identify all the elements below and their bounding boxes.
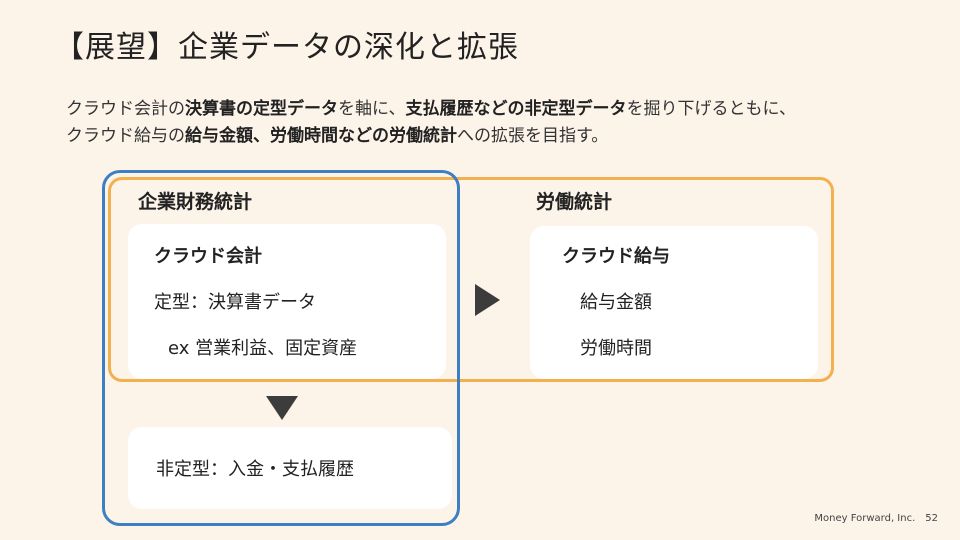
slide-footer: Money Forward, Inc. 52: [804, 513, 938, 524]
description-line-1-segment: を掘り下げるともに、: [626, 99, 797, 119]
financial-statistics-frame: [102, 170, 460, 526]
salary-amount-text: 給与金額: [580, 292, 652, 313]
description-line-2-segment: 給与金額、労働時間などの労働統計: [185, 126, 457, 146]
slide-title: 【展望】企業データの深化と拡張: [54, 30, 519, 65]
working-hours-text: 労働時間: [580, 338, 652, 359]
financial-statistics-label: 企業財務統計: [138, 191, 253, 213]
description-line-1-segment: 決算書の定型データ: [185, 99, 338, 119]
description-line-1-segment: を軸に、: [338, 99, 406, 119]
arrow-down-icon: [266, 396, 298, 420]
description-line-2-segment: への拡張を目指す。: [457, 126, 609, 146]
cloud-accounting-title: クラウド会計: [154, 246, 262, 267]
unstructured-data-card: 非定型：入金・支払履歴: [128, 427, 452, 509]
company-name: Money Forward, Inc.: [814, 513, 916, 524]
labor-statistics-frame: [108, 177, 834, 382]
description-line-1: クラウド会計の決算書の定型データを軸に、支払履歴などの非定型データを掘り下げると…: [66, 96, 926, 123]
arrow-right-icon: [475, 284, 500, 316]
description-line-2-segment: クラウド給与の: [66, 126, 185, 146]
description-line-1-segment: 支払履歴などの非定型データ: [405, 99, 627, 119]
slide-description: クラウド会計の決算書の定型データを軸に、支払履歴などの非定型データを掘り下げると…: [66, 96, 926, 150]
standard-data-example-text: ex 営業利益、固定資産: [168, 338, 358, 359]
page-number: 52: [925, 513, 938, 524]
description-line-2: クラウド給与の給与金額、労働時間などの労働統計への拡張を目指す。: [66, 123, 926, 150]
cloud-payroll-title: クラウド給与: [562, 246, 670, 267]
cloud-accounting-card: クラウド会計 定型：決算書データ ex 営業利益、固定資産: [128, 224, 446, 379]
cloud-payroll-card: クラウド給与 給与金額 労働時間: [530, 226, 818, 379]
labor-statistics-label: 労働統計: [536, 191, 613, 213]
standard-data-text: 定型：決算書データ: [154, 292, 316, 313]
unstructured-data-text: 非定型：入金・支払履歴: [156, 459, 354, 480]
description-line-1-segment: クラウド会計の: [66, 99, 185, 119]
